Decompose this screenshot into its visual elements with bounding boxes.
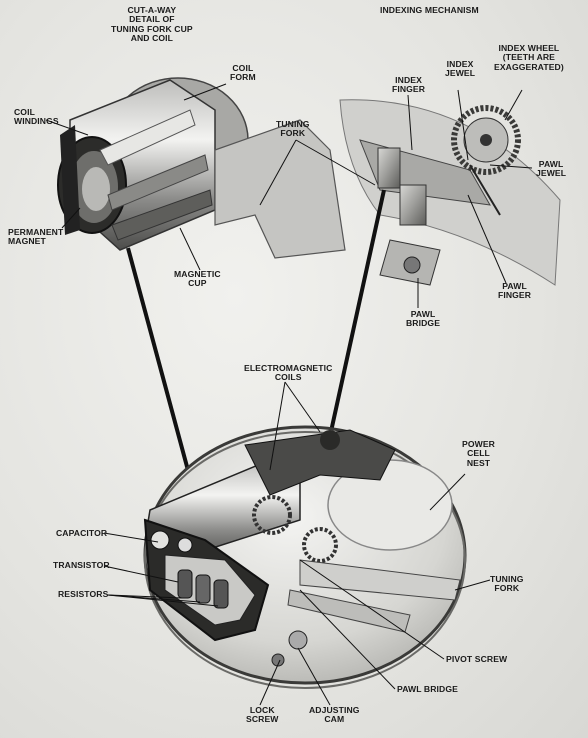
label-tuning-fork-bottom: TUNING FORK — [490, 574, 524, 594]
label-pawl-finger: PAWL FINGER — [498, 281, 532, 301]
label-lock-screw: LOCK SCREW — [246, 705, 279, 725]
label-magnetic-cup: MAGNETIC CUP — [174, 269, 221, 289]
leader-lines — [45, 83, 533, 706]
label-tuning-fork-top: TUNING FORK — [276, 119, 310, 139]
label-pawl-jewel: PAWL JEWEL — [536, 159, 567, 179]
label-coil-windings: COIL WINDINGS — [14, 107, 59, 127]
label-adjusting-cam: ADJUSTING CAM — [309, 705, 360, 725]
label-transistor: TRANSISTOR — [53, 560, 110, 570]
label-coil-form: COIL FORM — [230, 63, 256, 83]
label-index-wheel: INDEX WHEEL (TEETH ARE EXAGGERATED) — [494, 43, 564, 72]
label-cutaway-detail: CUT-A-WAY DETAIL OF TUNING FORK CUP AND … — [111, 5, 193, 44]
label-pawl-bridge-top: PAWL BRIDGE — [406, 309, 441, 329]
label-pivot-screw: PIVOT SCREW — [446, 654, 508, 664]
cutaway-cup-coil — [57, 77, 346, 259]
label-pawl-bridge-bottom: PAWL BRIDGE — [397, 684, 458, 694]
indexing-mechanism — [339, 99, 561, 286]
label-index-finger: INDEX FINGER — [392, 75, 426, 95]
label-capacitor: CAPACITOR — [56, 528, 108, 538]
label-permanent-magnet: PERMANENT MAGNET — [8, 227, 64, 247]
label-resistors: RESISTORS — [58, 589, 109, 599]
label-power-cell-nest: POWER CELL NEST — [462, 439, 495, 468]
label-indexing-mechanism: INDEXING MECHANISM — [380, 5, 479, 15]
label-electromagnetic-coils: ELECTROMAGNETIC COILS — [244, 363, 333, 383]
movement-assembly — [143, 425, 467, 689]
label-index-jewel: INDEX JEWEL — [445, 59, 476, 79]
